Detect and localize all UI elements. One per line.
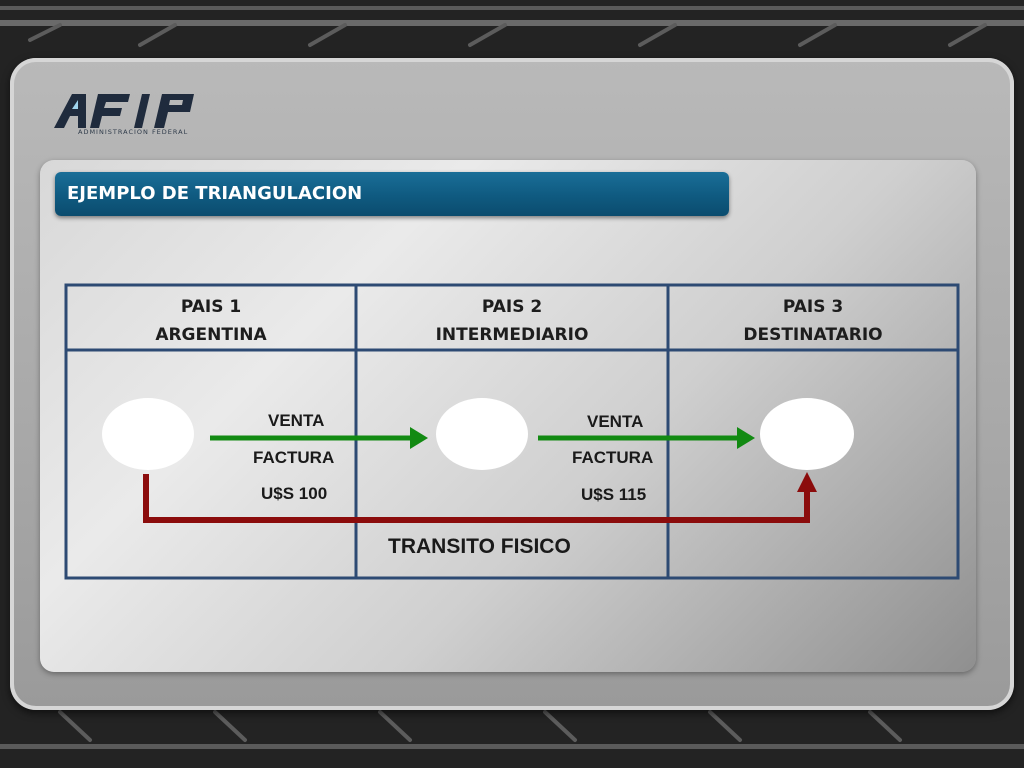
flow-2-document: FACTURA [572, 448, 654, 467]
column-1-line-2: ARGENTINA [155, 325, 267, 345]
logo-subtitle: ADMINISTRACION FEDERAL [78, 128, 189, 136]
column-2-line-2: INTERMEDIARIO [435, 325, 589, 345]
column-header-pais-1: PAIS 1 ARGENTINA [66, 293, 356, 349]
column-1-line-1: PAIS 1 [180, 297, 242, 317]
afip-logo [54, 94, 194, 128]
node-pais-3 [760, 398, 854, 470]
transit-arrow [143, 474, 810, 523]
node-pais-1 [102, 398, 194, 470]
transit-label: TRANSITO FISICO [388, 535, 571, 558]
slide-title: EJEMPLO DE TRIANGULACION [67, 183, 363, 204]
column-2-line-1: PAIS 2 [481, 297, 543, 317]
table-grid [64, 283, 960, 580]
flow-1-amount: U$S 100 [261, 484, 328, 503]
sale-arrow-2-head [737, 427, 755, 449]
column-header-pais-3: PAIS 3 DESTINATARIO [668, 293, 958, 349]
sale-arrow-1-head [410, 427, 428, 449]
flow-2-amount: U$S 115 [581, 485, 647, 504]
title-banner: EJEMPLO DE TRIANGULACION [55, 172, 729, 216]
transit-arrow-head [797, 472, 817, 492]
node-pais-2 [436, 398, 528, 470]
column-header-pais-2: PAIS 2 INTERMEDIARIO [356, 293, 668, 349]
flow-1-document: FACTURA [253, 448, 335, 467]
flow-2-label: VENTA [587, 412, 644, 431]
column-3-line-1: PAIS 3 [782, 297, 844, 317]
flow-1-label: VENTA [268, 411, 325, 430]
column-3-line-2: DESTINATARIO [743, 325, 883, 345]
